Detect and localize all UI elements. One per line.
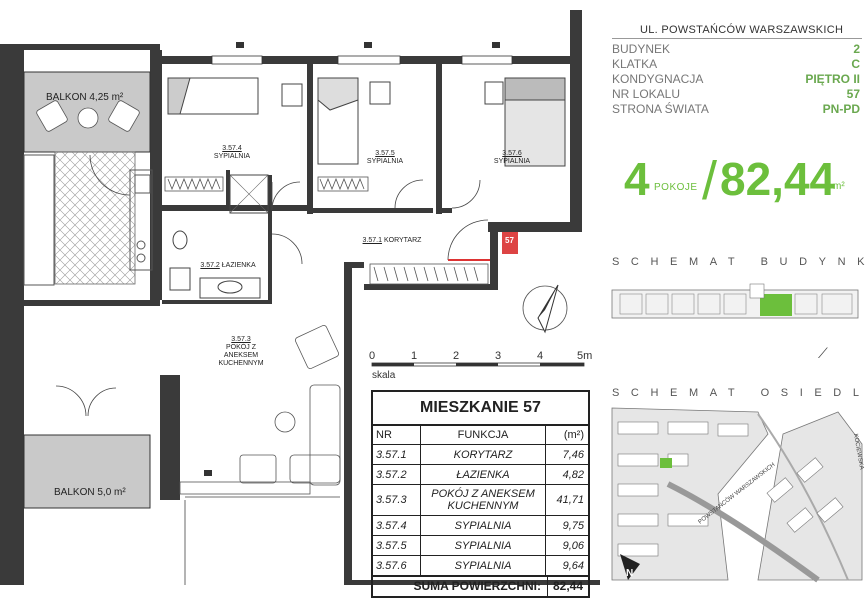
compass-small-icon: ⟋ xyxy=(818,345,828,361)
balcony-2-label: BALKON 5,0 m² xyxy=(54,487,126,498)
scale-tick: 1 xyxy=(411,350,418,362)
scale-tick: 4 xyxy=(537,350,544,362)
balcony-1-label: BALKON 4,25 m² xyxy=(46,92,124,103)
estate-scheme: POWSTAŃCÓW WARSZAWSKICH KOCIEWSKA N xyxy=(611,407,864,583)
table-title: MIESZKANIE 57 xyxy=(373,392,588,426)
building-scheme-title: SCHEMAT BUDYNKU xyxy=(612,256,867,268)
table-sum-row: SUMA POWIERZCHNI: 82,44 xyxy=(373,576,588,596)
area-unit: m² xyxy=(833,181,845,192)
room-label-3571: 3.57.1 KORYTARZ xyxy=(362,237,422,244)
scale-tick: 3 xyxy=(495,350,502,362)
north-arrow-icon: N xyxy=(620,554,640,580)
rooms-count: 4 xyxy=(624,153,650,205)
scale-bar xyxy=(371,362,585,367)
balcony-2 xyxy=(23,434,151,509)
scale-tick: 5m xyxy=(577,350,593,362)
slash-separator: / xyxy=(702,151,718,211)
scale-label: skala xyxy=(372,370,396,381)
rooms-label: POKOJE xyxy=(654,182,698,193)
street-name: UL. POWSTAŃCÓW WARSZAWSKICH xyxy=(640,24,844,36)
scale-tick: 0 xyxy=(369,350,376,362)
estate-scheme-title: SCHEMAT OSIEDLA xyxy=(612,387,867,399)
unit-marker xyxy=(502,232,518,254)
divider xyxy=(612,38,862,39)
total-area: 82,44 xyxy=(720,153,836,205)
table-header: NR FUNKCJA (m²) xyxy=(373,426,588,445)
compass-icon xyxy=(522,284,568,334)
room-label-3572: 3.57.2 ŁAZIENKA xyxy=(200,262,256,269)
floor-plan xyxy=(0,10,600,585)
svg-text:N: N xyxy=(626,568,633,579)
unit-marker-label: 57 xyxy=(505,236,514,245)
building-scheme xyxy=(611,283,859,319)
scale-tick: 2 xyxy=(453,350,460,362)
